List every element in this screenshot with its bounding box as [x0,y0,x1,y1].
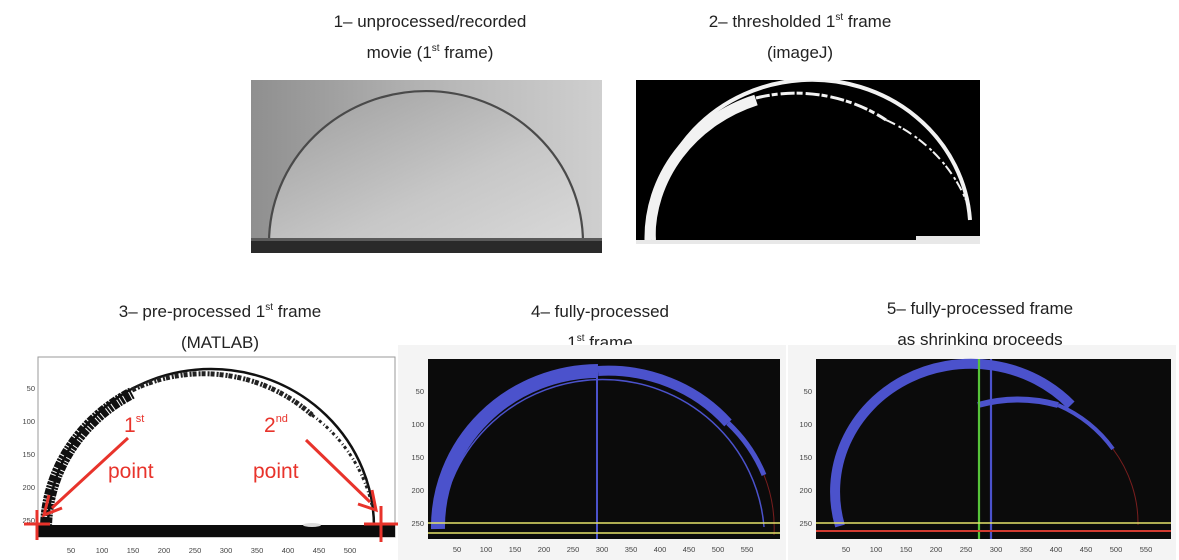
x-tick-label: 50 [453,545,461,554]
y-tick-label: 50 [416,387,424,396]
x-tick-label: 350 [1020,545,1033,554]
x-tick-label: 200 [158,546,171,555]
x-tick-label: 150 [900,545,913,554]
y-tick-label: 100 [411,420,424,429]
caption-line-1: 3– pre-processed 1st frame [118,302,322,321]
caption-panel-5: 5– fully-processed frame as shrinking pr… [820,293,1140,355]
x-tick-label: 100 [480,545,493,554]
y-tick-label: 100 [22,417,35,426]
x-tick-label: 100 [870,545,883,554]
x-tick-label: 150 [509,545,522,554]
x-tick-label: 300 [220,546,233,555]
x-tick-label: 250 [567,545,580,554]
x-tick-label: 250 [189,546,202,555]
caption-line-2: as shrinking proceeds [897,330,1063,349]
x-tick-label: 50 [842,545,850,554]
processed-frame-plot: 50 100 150 200 250 50 100 150 200 250 300 350 400 45… [398,345,786,560]
x-tick-label: 550 [741,545,754,554]
x-tick-label: 400 [1050,545,1063,554]
caption-line-1: 1– unprocessed/recorded [333,12,527,31]
caption-panel-1: 1– unprocessed/recorded movie (1st frame… [260,6,600,68]
x-tick-label: 500 [712,545,725,554]
second-point-label: 2nd [264,413,288,438]
y-tick-label: 50 [804,387,812,396]
x-tick-label: 350 [625,545,638,554]
first-point-word: point [108,460,154,483]
x-tick-label: 250 [960,545,973,554]
caption-line-2: movie (1st frame) [366,43,494,62]
y-tick-label: 100 [799,420,812,429]
x-tick-label: 150 [127,546,140,555]
x-tick-label: 100 [96,546,109,555]
y-tick-label: 250 [22,516,35,525]
x-tick-label: 500 [1110,545,1123,554]
first-point-arrow [50,436,130,510]
y-tick-label: 150 [411,453,424,462]
x-tick-label: 200 [930,545,943,554]
y-tick-label: 150 [799,453,812,462]
y-tick-label: 50 [27,384,35,393]
x-tick-label: 450 [1080,545,1093,554]
y-tick-label: 150 [22,450,35,459]
thresholded-frame-image [636,80,980,244]
caption-panel-3: 3– pre-processed 1st frame (MATLAB) [60,296,380,358]
recorded-frame-image [251,80,602,253]
second-point-arrow [304,438,372,504]
y-tick-label: 250 [799,519,812,528]
x-tick-label: 50 [67,546,75,555]
y-tick-label: 250 [411,519,424,528]
shrinking-frame-plot: 50 100 150 200 250 50 100 150 200 250 300 350 400 45… [788,345,1176,560]
caption-line-2: (imageJ) [766,43,834,62]
x-tick-label: 550 [1140,545,1153,554]
y-tick-label: 200 [411,486,424,495]
second-point-word: point [253,460,299,483]
x-tick-label: 300 [990,545,1003,554]
x-tick-label: 450 [313,546,326,555]
x-tick-label: 300 [596,545,609,554]
preprocessed-frame-plot: 50 100 150 200 250 50 100 150 200 250 300 350 400 45… [12,355,397,560]
x-tick-label: 450 [683,545,696,554]
x-tick-label: 350 [251,546,264,555]
x-tick-label: 200 [538,545,551,554]
caption-panel-2: 2– thresholded 1st frame (imageJ) [640,6,960,68]
caption-line-1: 5– fully-processed frame [886,299,1074,318]
caption-line-2: (MATLAB) [180,333,260,352]
caption-line-1: 4– fully-processed [531,302,669,321]
y-tick-label: 200 [22,483,35,492]
y-tick-label: 200 [799,486,812,495]
x-tick-label: 400 [282,546,295,555]
first-point-label: 1st [124,413,145,438]
caption-line-1: 2– thresholded 1st frame [708,12,892,31]
x-tick-label: 500 [344,546,357,555]
x-tick-label: 400 [654,545,667,554]
